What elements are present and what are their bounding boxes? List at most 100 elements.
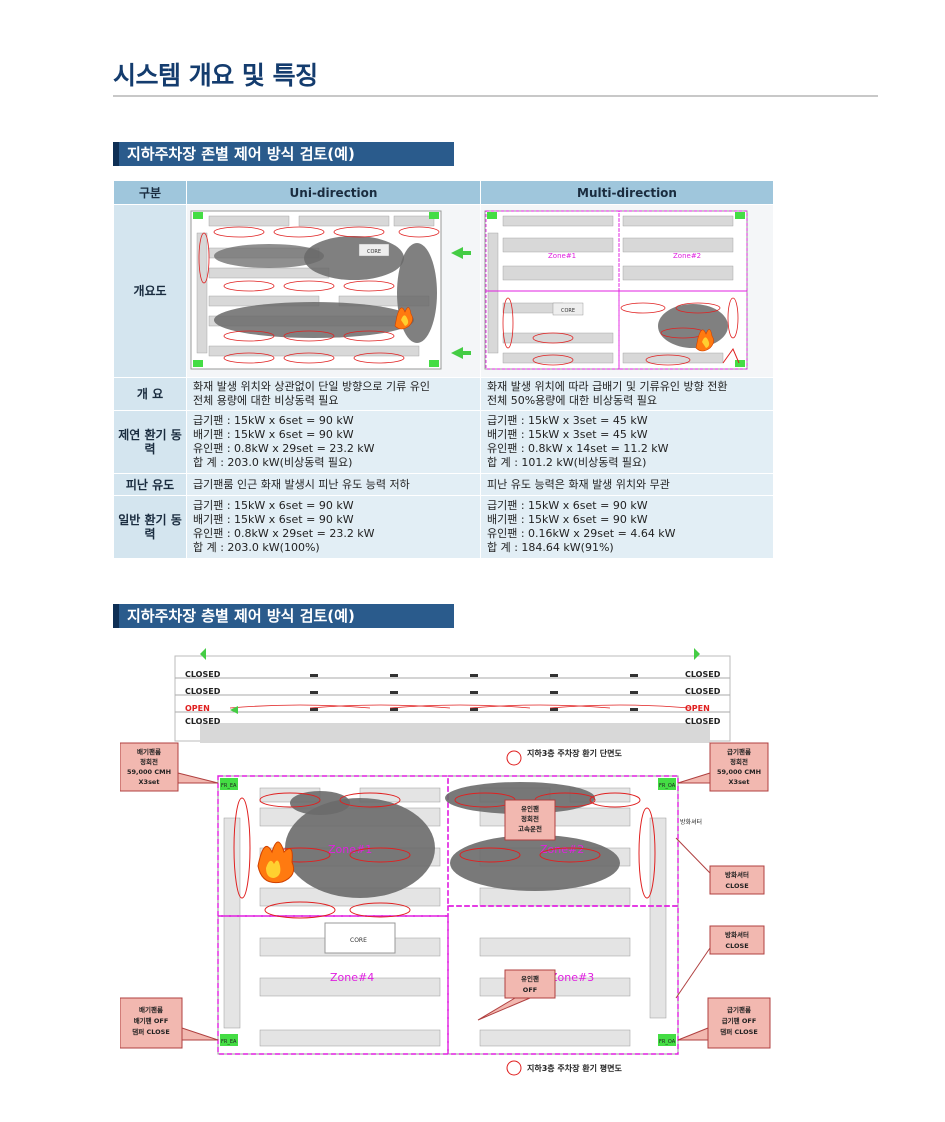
- multi-smoke-line: 배기팬 : 15kW x 3set = 45 kW: [487, 428, 648, 441]
- uni-smoke-line: 합 계 : 203.0 kW(비상동력 필요): [193, 456, 353, 469]
- multi-smoke-line: 합 계 : 101.2 kW(비상동력 필요): [487, 456, 647, 469]
- uni-core-label: CORE: [367, 249, 381, 255]
- plan-zone4-label: Zone#4: [330, 971, 374, 984]
- multi-smoke-line: 급기팬 : 15kW x 3set = 45 kW: [487, 414, 648, 427]
- callout-fire-shutter-2: 방화셔터 CLOSE: [675, 925, 765, 999]
- callout-line: 배기팬룸: [137, 747, 161, 756]
- callout-line: 방화셔터: [725, 870, 749, 879]
- callout-line: 댐퍼 CLOSE: [132, 1027, 170, 1036]
- header-category: 구분: [113, 180, 187, 205]
- uni-smoke-line: 배기팬 : 15kW x 6set = 90 kW: [193, 428, 354, 441]
- row-label-diagram: 개요도: [113, 204, 187, 378]
- callout-line: 급기팬 OFF: [722, 1016, 757, 1025]
- row-label-overview: 개 요: [113, 377, 187, 411]
- right-damper-state-4: CLOSED: [685, 717, 721, 726]
- uni-overview-line: 전체 용량에 대한 비상동력 필요: [193, 394, 339, 407]
- right-damper-state-3: OPEN: [685, 704, 710, 713]
- callout-line: 배기팬룸: [139, 1005, 163, 1014]
- multi-zone1-label: Zone#1: [548, 252, 576, 260]
- multi-overview-cell: 화재 발생 위치에 따라 급배기 및 기류유인 방향 전환 전체 50%용량에 …: [480, 377, 774, 411]
- uni-smoke-power-cell: 급기팬 : 15kW x 6set = 90 kW 배기팬 : 15kW x 6…: [186, 410, 481, 474]
- plan-zone2-label: Zone#2: [540, 843, 584, 856]
- uni-evacuation-cell: 급기팬룸 인근 화재 발생시 피난 유도 능력 저하: [186, 473, 481, 496]
- multi-overview-line: 화재 발생 위치에 따라 급배기 및 기류유인 방향 전환: [487, 380, 728, 393]
- multi-smoke-line: 유인팬 : 0.8kW x 14set = 11.2 kW: [487, 442, 669, 455]
- uni-direction-diagram: CORE: [186, 204, 481, 378]
- callout-fire-shutter-1: 방화셔터 CLOSE: [675, 837, 765, 895]
- callout-supply-fan-room-bottom: 급기팬룸 급기팬 OFF 댐퍼 CLOSE: [677, 997, 771, 1049]
- callout-line: CLOSE: [725, 942, 748, 950]
- fr-ea-top-label: FR_EA: [221, 783, 237, 789]
- uni-smoke-line: 유인팬 : 0.8kW x 29set = 23.2 kW: [193, 442, 375, 455]
- header-multi-direction: Multi-direction: [480, 180, 774, 205]
- multi-general-line: 급기팬 : 15kW x 6set = 90 kW: [487, 499, 648, 512]
- callout-line: 배기팬 OFF: [134, 1016, 169, 1025]
- plan-zone1-label: Zone#1: [328, 843, 372, 856]
- section-caption: 지하3층 주차장 환기 단면도: [527, 748, 623, 758]
- table-row-diagram: 개요도: [113, 204, 774, 378]
- header-uni-direction: Uni-direction: [186, 180, 481, 205]
- callout-line: 고속운전: [518, 824, 542, 833]
- uni-general-line: 유인팬 : 0.8kW x 29set = 23.2 kW: [193, 527, 375, 540]
- fire-shutter-label: 방화셔터: [680, 818, 702, 826]
- callout-line: 59,000 CMH: [127, 768, 171, 776]
- callout-line: 방화셔터: [725, 930, 749, 939]
- multi-overview-line: 전체 50%용량에 대한 비상동력 필요: [487, 394, 657, 407]
- uni-overview-cell: 화재 발생 위치와 상관없이 단일 방향으로 기류 유인 전체 용량에 대한 비…: [186, 377, 481, 411]
- callout-exhaust-fan-room-top: 배기팬룸 정회전 59,000 CMH X3set: [120, 742, 219, 792]
- fire-icon: [257, 841, 295, 884]
- callout-supply-fan-room-top: 급기팬룸 정회전 59,000 CMH X3set: [677, 742, 769, 792]
- table-header-row: 구분 Uni-direction Multi-direction: [113, 180, 774, 205]
- uni-general-line: 합 계 : 203.0 kW(100%): [193, 541, 320, 554]
- callout-line: X3set: [729, 778, 750, 786]
- comparison-table: 구분 Uni-direction Multi-direction 개요도: [113, 180, 774, 559]
- cross-section: CLOSED CLOSED OPEN CLOSED CLOSED CLOSED …: [174, 648, 731, 743]
- right-damper-state-2: CLOSED: [685, 687, 721, 696]
- uni-general-power-cell: 급기팬 : 15kW x 6set = 90 kW 배기팬 : 15kW x 6…: [186, 495, 481, 559]
- callout-line: 유인팬: [521, 804, 539, 813]
- section-2-title: 지하주차장 층별 제어 방식 검토(예): [113, 604, 454, 628]
- plan-core-label-center: CORE: [350, 937, 367, 944]
- multi-evacuation-cell: 피난 유도 능력은 화재 발생 위치와 무관: [480, 473, 774, 496]
- callout-jet-fan-off: 유인팬 OFF: [477, 969, 556, 1021]
- left-damper-state-4: CLOSED: [185, 717, 221, 726]
- multi-core-label: CORE: [561, 308, 575, 314]
- floor-control-diagram: CLOSED CLOSED OPEN CLOSED CLOSED CLOSED …: [120, 648, 771, 1076]
- multi-smoke-power-cell: 급기팬 : 15kW x 3set = 45 kW 배기팬 : 15kW x 3…: [480, 410, 774, 474]
- fr-oa-bottom-label: FR_OA: [659, 1039, 676, 1045]
- callout-line: OFF: [523, 986, 537, 994]
- multi-general-power-cell: 급기팬 : 15kW x 6set = 90 kW 배기팬 : 15kW x 6…: [480, 495, 774, 559]
- title-divider: [113, 95, 878, 97]
- callout-exhaust-fan-room-bottom: 배기팬룸 배기팬 OFF 댐퍼 CLOSE: [120, 997, 219, 1049]
- callout-line: 정회전: [521, 814, 539, 823]
- callout-line: 유인팬: [521, 974, 539, 983]
- callout-line: 급기팬룸: [727, 1005, 751, 1014]
- left-damper-state-1: CLOSED: [185, 670, 221, 679]
- left-damper-state-3: OPEN: [185, 704, 210, 713]
- callout-line: 댐퍼 CLOSE: [720, 1027, 758, 1036]
- table-row-general-power: 일반 환기 동력 급기팬 : 15kW x 6set = 90 kW 배기팬 :…: [113, 495, 774, 559]
- table-row-overview: 개 요 화재 발생 위치와 상관없이 단일 방향으로 기류 유인 전체 용량에 …: [113, 377, 774, 411]
- multi-general-line: 합 계 : 184.64 kW(91%): [487, 541, 614, 554]
- callout-line: X3set: [139, 778, 160, 786]
- multi-zone2-label: Zone#2: [673, 252, 701, 260]
- table-row-evacuation: 피난 유도 급기팬룸 인근 화재 발생시 피난 유도 능력 저하 피난 유도 능…: [113, 473, 774, 496]
- row-label-evacuation: 피난 유도: [113, 473, 187, 496]
- multi-general-line: 유인팬 : 0.16kW x 29set = 4.64 kW: [487, 527, 676, 540]
- floor-plan: CORE Zone#1 Zone#2 Zone#4 Zone#3 FR_EA F…: [217, 775, 702, 1055]
- callout-line: 59,000 CMH: [717, 768, 761, 776]
- callout-jet-fan-on: 유인팬 정회전 고속운전: [504, 799, 556, 841]
- multi-direction-diagram: Zone#1 Zone#2 CORE: [480, 204, 774, 378]
- uni-general-line: 배기팬 : 15kW x 6set = 90 kW: [193, 513, 354, 526]
- plan-caption: 지하3층 주차장 환기 평면도: [527, 1063, 623, 1073]
- uni-general-line: 급기팬 : 15kW x 6set = 90 kW: [193, 499, 354, 512]
- plan-zone3-label: Zone#3: [550, 971, 594, 984]
- uni-smoke-line: 급기팬 : 15kW x 6set = 90 kW: [193, 414, 354, 427]
- section-1-title: 지하주차장 존별 제어 방식 검토(예): [113, 142, 454, 166]
- callout-line: 급기팬룸: [727, 747, 751, 756]
- fr-oa-top-label: FR_OA: [659, 783, 676, 789]
- page-title: 시스템 개요 및 특징: [113, 61, 318, 90]
- right-damper-state-1: CLOSED: [685, 670, 721, 679]
- multi-general-line: 배기팬 : 15kW x 6set = 90 kW: [487, 513, 648, 526]
- uni-overview-line: 화재 발생 위치와 상관없이 단일 방향으로 기류 유인: [193, 380, 430, 393]
